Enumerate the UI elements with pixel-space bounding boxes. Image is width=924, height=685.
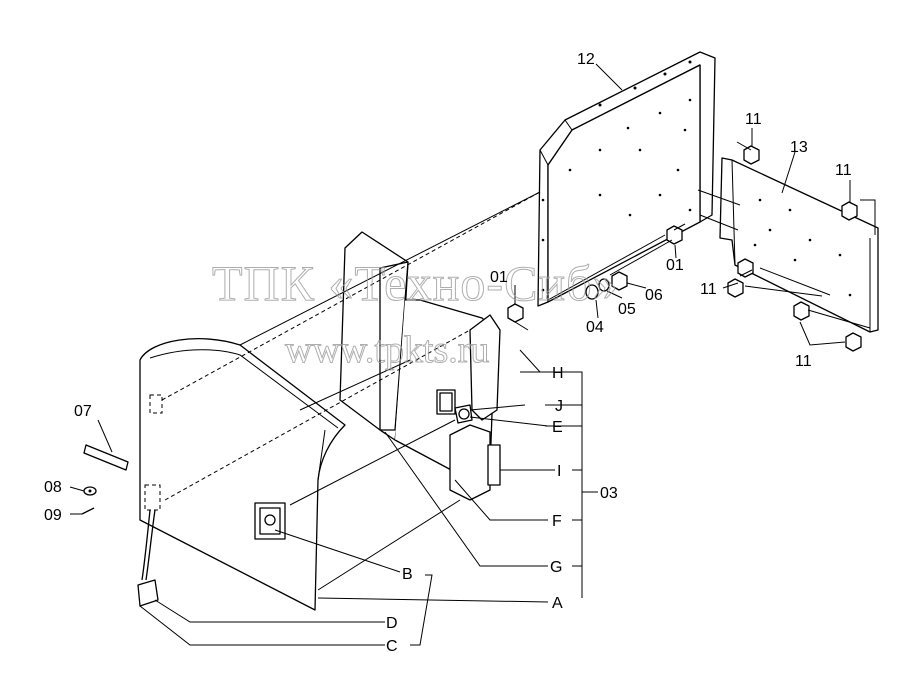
leader-lines (69, 63, 876, 646)
label-G: G (550, 559, 562, 576)
bolt-11-d (793, 301, 862, 352)
label-05: 05 (618, 301, 636, 318)
bolt-11-a (736, 141, 760, 165)
bolt-11-b (841, 201, 858, 221)
label-01-left: 01 (490, 269, 508, 286)
watermark-line1: ТПК «Техно-Сиб» (212, 255, 619, 311)
label-C: C (386, 638, 398, 655)
label-11-right: 11 (835, 162, 852, 179)
washer-04 (585, 284, 599, 300)
door-A (137, 338, 346, 611)
label-11-top: 11 (745, 111, 762, 128)
label-07: 07 (74, 403, 92, 420)
label-A: A (552, 595, 563, 612)
callout-labels: 12 11 13 11 01 01 04 05 06 11 11 07 08 0… (44, 51, 852, 655)
washer-05 (598, 278, 610, 292)
label-01-right: 01 (666, 257, 684, 274)
label-13: 13 (790, 139, 808, 156)
panel-12 (537, 51, 716, 307)
label-12: 12 (577, 51, 595, 68)
fasteners (507, 141, 862, 352)
label-04: 04 (586, 319, 604, 336)
watermark: ТПК «Техно-Сиб» www.tpkts.ru (212, 255, 619, 372)
panel-13 (719, 157, 879, 333)
projection-lines (161, 189, 871, 591)
small-parts (81, 444, 129, 515)
label-F: F (552, 513, 562, 530)
label-03: 03 (600, 485, 618, 502)
parts-IFJE (436, 389, 501, 501)
label-08: 08 (44, 479, 62, 496)
label-09: 09 (44, 507, 62, 524)
label-B: B (402, 566, 413, 583)
nut-06 (611, 271, 628, 291)
label-06: 06 (645, 287, 663, 304)
watermark-line2: www.tpkts.ru (285, 329, 489, 371)
label-I: I (557, 463, 561, 480)
label-D: D (386, 615, 398, 632)
label-11-mid: 11 (700, 281, 717, 298)
label-J: J (555, 398, 563, 415)
bolt-01-right (666, 223, 686, 245)
label-E: E (552, 419, 563, 436)
label-11-bottom: 11 (795, 353, 812, 370)
bolt-11-c (727, 258, 754, 298)
label-H: H (552, 365, 564, 382)
